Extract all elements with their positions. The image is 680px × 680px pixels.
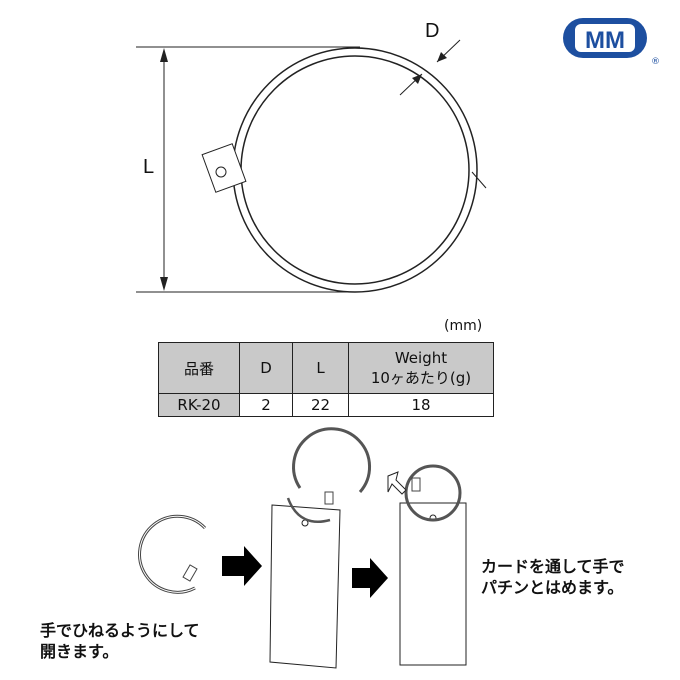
ring-joint	[471, 171, 487, 189]
cell-part-no: RK-20	[158, 393, 240, 417]
card-1-clasp	[324, 491, 334, 505]
ring-outer	[232, 47, 478, 293]
cell-l: 22	[292, 393, 349, 417]
arrow-right-icon-1	[222, 546, 262, 586]
close-instruction: カードを通して手で パチンとはめます。	[481, 556, 625, 598]
header-l: L	[292, 342, 349, 394]
arrow-down-icon	[160, 277, 168, 291]
cell-d: 2	[239, 393, 293, 417]
d-arrow-icon-1	[437, 52, 447, 62]
spec-table: 品番 D L Weight 10ヶあたり(g) RK-20 2 22 18	[158, 342, 494, 417]
logo-text: MM	[585, 27, 625, 54]
table-header-row: 品番 D L Weight 10ヶあたり(g)	[158, 342, 494, 394]
header-weight: Weight 10ヶあたり(g)	[348, 342, 494, 394]
press-arrow-icon	[387, 471, 407, 495]
header-d: D	[239, 342, 293, 394]
clasp-pin	[215, 166, 227, 178]
card-2	[399, 502, 467, 666]
d-label: D	[425, 20, 440, 42]
registered-mark: ®	[651, 57, 660, 67]
open-ring	[138, 514, 207, 594]
open-instruction-line-1: 手でひねるようにして	[40, 621, 200, 640]
d-arrow-icon-2	[412, 74, 422, 84]
close-instruction-line-1: カードを通して手で	[481, 557, 625, 576]
logo-inner	[575, 24, 635, 52]
cell-weight: 18	[348, 393, 494, 417]
card-1-ring-part	[286, 497, 331, 524]
card-1	[269, 504, 341, 669]
card-1-ring-open	[292, 427, 371, 493]
header-weight-title: Weight	[394, 349, 448, 367]
unit-label: (mm)	[444, 318, 483, 334]
l-label: L	[143, 156, 155, 178]
open-instruction-line-2: 開きます。	[40, 642, 119, 661]
arrow-up-icon	[160, 48, 168, 62]
arrow-right-icon-2	[352, 558, 388, 598]
table-row: RK-20 2 22 18	[158, 393, 494, 417]
open-ring-highlight	[139, 515, 206, 593]
header-weight-unit: 10ヶあたり(g)	[370, 369, 472, 387]
close-instruction-line-2: パチンとはめます。	[481, 578, 624, 597]
card-2-ring	[404, 464, 462, 522]
open-ring-clasp	[182, 564, 198, 582]
card-2-clasp	[411, 477, 421, 492]
header-part-no: 品番	[158, 342, 240, 394]
open-instruction: 手でひねるようにして 開きます。	[40, 620, 200, 662]
ring-inner	[240, 55, 470, 285]
